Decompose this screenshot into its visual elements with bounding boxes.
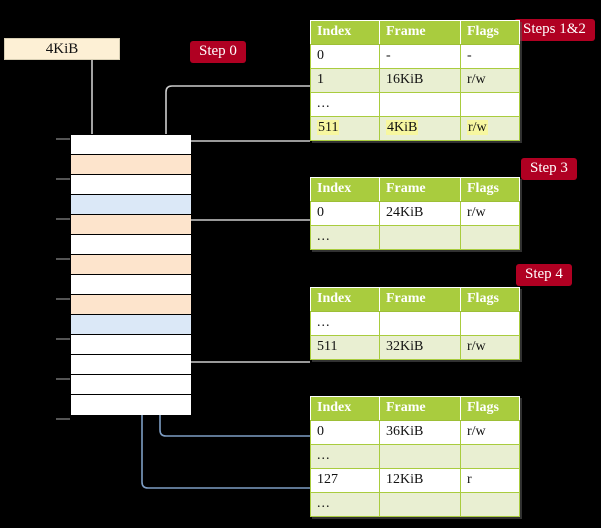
cell-index: 0	[310, 44, 380, 69]
memory-address-tick	[56, 378, 70, 380]
cell-index: 511	[310, 116, 380, 141]
column-header-index: Index	[310, 396, 380, 421]
column-header-frame: Frame	[379, 177, 461, 202]
cell-index: ...	[310, 311, 380, 336]
table-row[interactable]: ...	[310, 311, 520, 336]
cell-frame	[379, 492, 461, 517]
memory-address-tick	[56, 338, 70, 340]
cell-flags: r	[460, 468, 520, 493]
memory-address-tick	[56, 138, 70, 140]
cell-index: 1	[310, 68, 380, 93]
cell-frame	[379, 444, 461, 469]
memory-frame-row	[71, 315, 191, 335]
column-header-frame: Frame	[379, 396, 461, 421]
cell-index: 511	[310, 335, 380, 360]
column-header-index: Index	[310, 177, 380, 202]
memory-frame-row	[71, 215, 191, 235]
column-header-index: Index	[310, 287, 380, 312]
cell-flags: r/w	[460, 335, 520, 360]
table-row[interactable]: ...	[310, 492, 520, 517]
column-header-index: Index	[310, 20, 380, 45]
column-header-frame: Frame	[379, 20, 461, 45]
cell-flags: -	[460, 44, 520, 69]
cell-flags	[460, 444, 520, 469]
memory-frame-row	[71, 275, 191, 295]
step-badge-steps-1-2: Steps 1&2	[514, 19, 595, 41]
memory-frame-row	[71, 155, 191, 175]
memory-frame-row	[71, 355, 191, 375]
column-header-flags: Flags	[460, 20, 520, 45]
physical-memory-column	[70, 134, 191, 415]
table-row[interactable]: ...	[310, 92, 520, 117]
memory-frame-row	[71, 375, 191, 395]
memory-frame-row	[71, 335, 191, 355]
cell-index: ...	[310, 225, 380, 250]
cell-flags: r/w	[460, 420, 520, 445]
cell-flags	[460, 92, 520, 117]
table-row[interactable]: ...	[310, 444, 520, 469]
memory-frame-row	[71, 135, 191, 155]
source-page-box: 4KiB	[4, 38, 120, 60]
cell-frame	[379, 311, 461, 336]
cell-frame	[379, 92, 461, 117]
cell-index: 0	[310, 420, 380, 445]
cell-flags: r/w	[460, 68, 520, 93]
memory-frame-row	[71, 295, 191, 315]
memory-address-tick	[56, 178, 70, 180]
cell-frame: 4KiB	[379, 116, 461, 141]
cell-index: 127	[310, 468, 380, 493]
cell-frame: 16KiB	[379, 68, 461, 93]
cell-index: ...	[310, 444, 380, 469]
cell-frame: 24KiB	[379, 201, 461, 226]
column-header-frame: Frame	[379, 287, 461, 312]
table-row[interactable]: ...	[310, 225, 520, 250]
memory-frame-row	[71, 235, 191, 255]
cell-index: 0	[310, 201, 380, 226]
step-badge-step-3: Step 3	[521, 158, 577, 180]
cell-flags	[460, 225, 520, 250]
memory-address-tick	[56, 298, 70, 300]
step-badge-step-0: Step 0	[190, 41, 246, 63]
memory-address-tick	[56, 418, 70, 420]
cell-frame: 12KiB	[379, 468, 461, 493]
cell-frame: 32KiB	[379, 335, 461, 360]
table-row[interactable]: 0--	[310, 44, 520, 69]
memory-frame-row	[71, 195, 191, 215]
memory-address-tick	[56, 218, 70, 220]
memory-frame-row	[71, 175, 191, 195]
cell-flags	[460, 492, 520, 517]
memory-frame-row	[71, 395, 191, 415]
column-header-flags: Flags	[460, 396, 520, 421]
cell-frame: -	[379, 44, 461, 69]
cell-flags	[460, 311, 520, 336]
memory-address-tick	[56, 258, 70, 260]
step-badge-step-4: Step 4	[516, 264, 572, 286]
cell-flags: r/w	[460, 201, 520, 226]
cell-index: ...	[310, 492, 380, 517]
source-page-label: 4KiB	[45, 40, 79, 57]
cell-index: ...	[310, 92, 380, 117]
column-header-flags: Flags	[460, 177, 520, 202]
memory-frame-row	[71, 255, 191, 275]
cell-flags: r/w	[460, 116, 520, 141]
cell-frame: 36KiB	[379, 420, 461, 445]
cell-frame	[379, 225, 461, 250]
column-header-flags: Flags	[460, 287, 520, 312]
